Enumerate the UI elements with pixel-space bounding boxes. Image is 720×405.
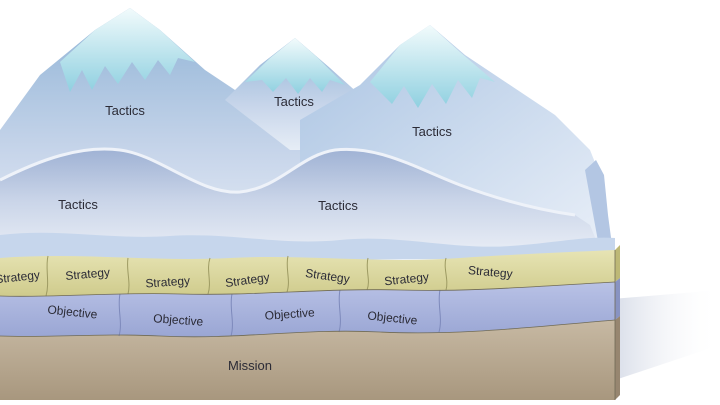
objective-label-1: Objective bbox=[47, 302, 99, 321]
objective-layer bbox=[0, 282, 615, 337]
strategy-label-4: Strategy bbox=[224, 270, 270, 290]
strategy-label-7: Strategy bbox=[467, 263, 513, 281]
snow-cap-middle bbox=[245, 38, 345, 94]
ice-foreground bbox=[0, 232, 615, 262]
objective-label-4: Objective bbox=[367, 308, 419, 327]
layer-outlines bbox=[0, 250, 616, 400]
snow-cap-left bbox=[60, 8, 195, 92]
strategy-dividers bbox=[45, 255, 448, 297]
tactics-label-2: Tactics bbox=[274, 94, 314, 109]
strategy-layer bbox=[0, 250, 615, 297]
strategy-label-2: Strategy bbox=[65, 265, 111, 283]
hills-band bbox=[0, 149, 600, 250]
tactics-label-3: Tactics bbox=[412, 124, 452, 139]
tactics-label-4: Tactics bbox=[58, 197, 98, 212]
objective-label-3: Objective bbox=[264, 305, 315, 322]
strategy-label-5: Strategy bbox=[304, 266, 350, 286]
tactics-label-1: Tactics bbox=[105, 103, 145, 118]
strategy-label-1: Strategy bbox=[0, 268, 41, 287]
snow-cap-right bbox=[370, 25, 495, 108]
mission-label: Mission bbox=[228, 358, 272, 373]
objective-label-2: Objective bbox=[153, 311, 204, 328]
ice-cliff bbox=[585, 160, 612, 252]
block-side-mission bbox=[615, 316, 620, 400]
strategy-label-6: Strategy bbox=[384, 270, 430, 289]
ground-shadow bbox=[600, 290, 720, 385]
hills-ridge-highlight bbox=[0, 147, 576, 217]
block-side-objective bbox=[615, 278, 620, 320]
block-side-strategy bbox=[615, 245, 620, 282]
strategy-label-3: Strategy bbox=[145, 273, 191, 290]
objective-dividers bbox=[118, 289, 441, 337]
mission-layer bbox=[0, 320, 615, 400]
tactics-label-5: Tactics bbox=[318, 198, 358, 213]
